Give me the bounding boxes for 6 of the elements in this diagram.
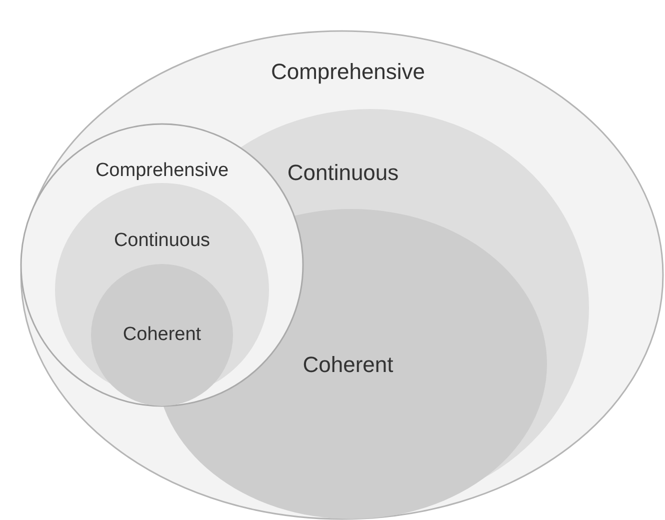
region-label: Coherent [122,324,202,346]
region-label: Continuous [287,160,399,186]
region-label: Continuous [114,230,210,252]
region-label: Comprehensive [95,160,229,182]
region-label: Comprehensive [270,59,426,85]
region-label: Coherent [302,352,394,378]
